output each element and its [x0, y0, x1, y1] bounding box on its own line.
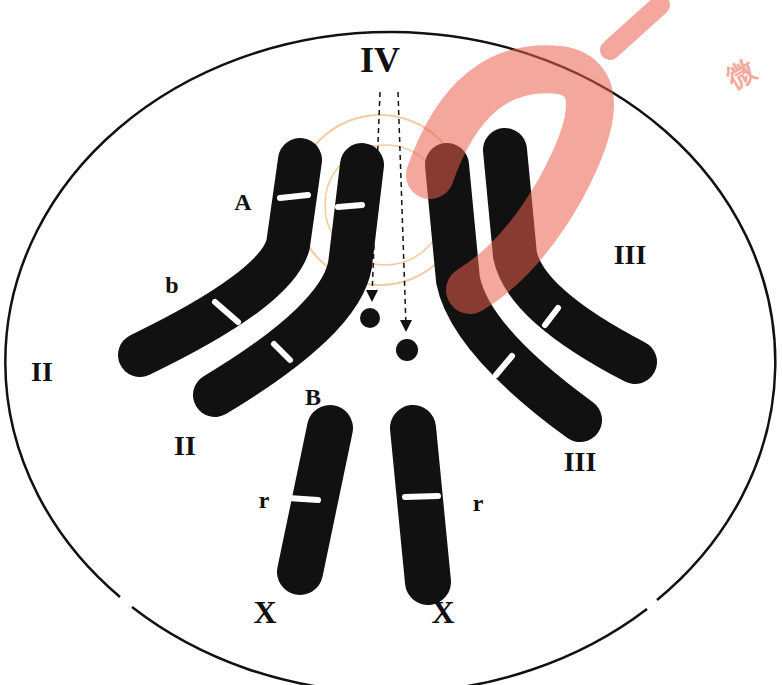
chromosome-label: II [31, 358, 53, 386]
chromosome-II [215, 165, 362, 395]
arrowhead [366, 290, 412, 332]
chromosome-label: III [614, 241, 647, 269]
chromosome-label: r [259, 488, 270, 512]
chromosome-label: A [234, 190, 251, 214]
watermark-logo [430, 69, 590, 290]
chromosome-label: IV [360, 42, 400, 78]
chromosome-IV [360, 308, 380, 328]
chromosome-label: r [473, 491, 484, 515]
cell-outline [5, 32, 775, 600]
chromosome-label: X [253, 596, 276, 628]
chromosome-label: II [174, 432, 196, 460]
chromosome-label: b [165, 273, 178, 297]
chromosome-IV [396, 339, 418, 361]
watermark-logo [610, 5, 660, 50]
chromosome-II [140, 160, 300, 355]
cell-outline [132, 607, 647, 685]
chromosome-label: X [431, 596, 454, 628]
watermark: 微 [723, 55, 761, 93]
chromosome-X [413, 428, 428, 582]
chromosome-label: III [564, 448, 597, 476]
chromosome-label: B [305, 385, 321, 409]
